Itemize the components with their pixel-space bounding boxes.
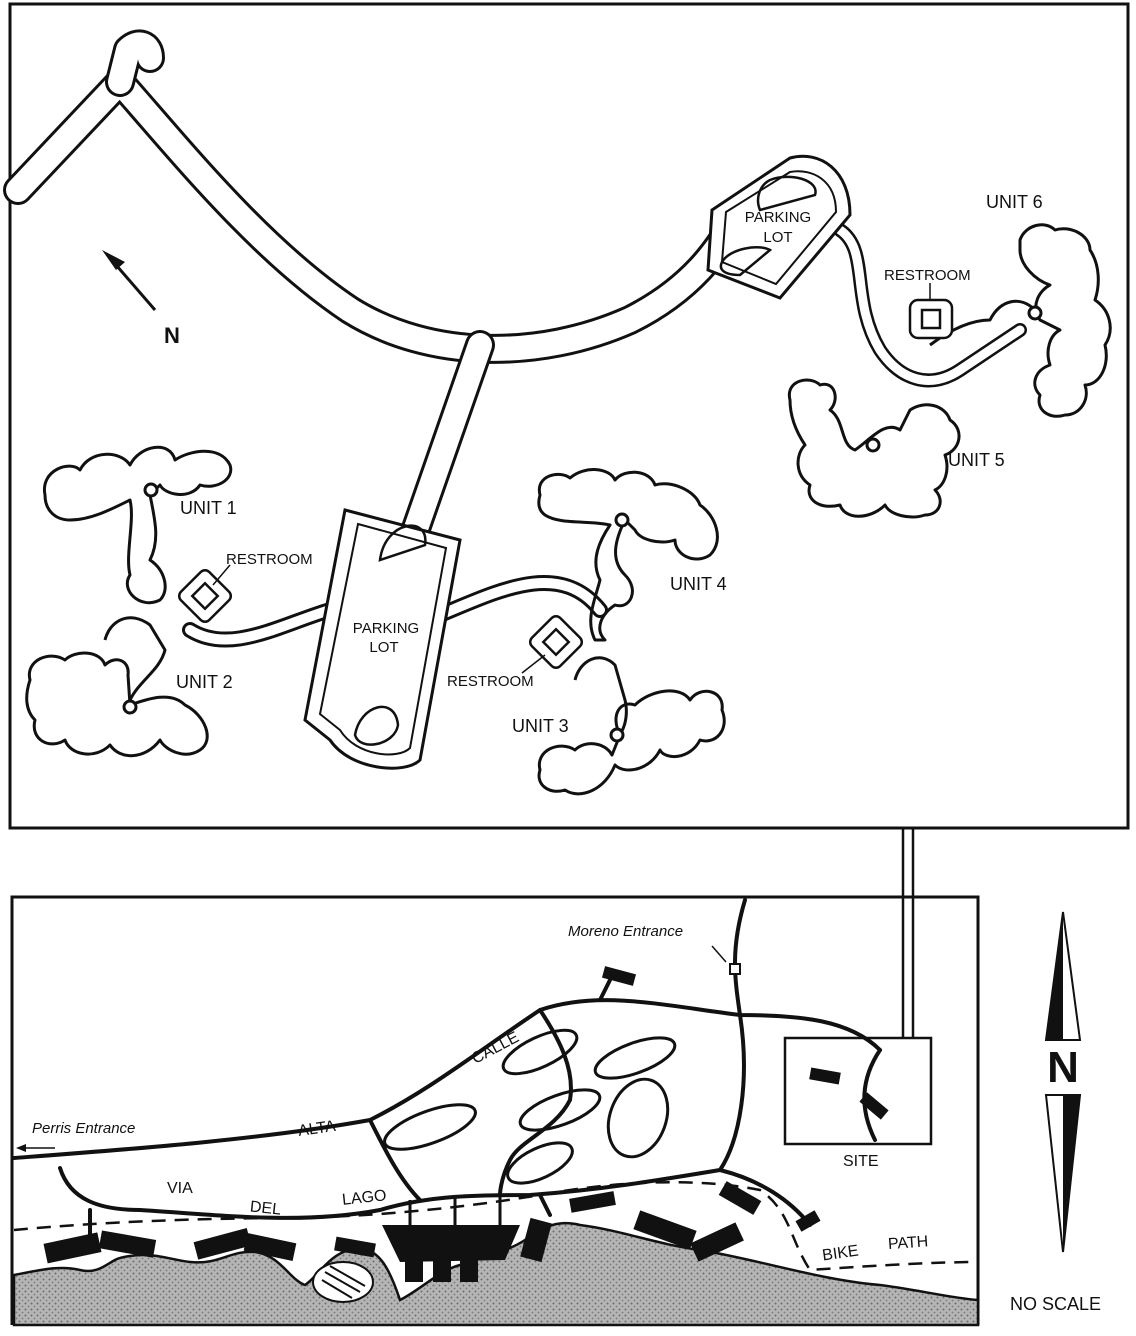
unit-6-label: UNIT 6 [986,192,1043,212]
unit-3-outline [537,689,726,796]
unit-2-label: UNIT 2 [176,672,233,692]
parking-lot-center-label-2: LOT [369,639,398,656]
parking-lot-top-label-2: LOT [763,229,792,246]
street-label-via: VIA [167,1180,193,1197]
street-label-calle: CALLE [469,1029,522,1068]
overview-map-panel: SITE Moreno Entrance Perris Entrance CAL… [10,895,980,1327]
moreno-entrance-marker [729,963,741,975]
bike-path [13,1180,979,1272]
detail-map-panel: PARKING LOT PARKING LOT [3,2,1130,830]
marina-building [382,1196,520,1282]
restrooms [177,298,954,670]
overview-map-frame [10,895,980,1325]
parking-lot-top-label-1: PARKING [745,209,811,226]
unit-6-outline [1018,223,1112,418]
unit-4-label: UNIT 4 [670,574,727,594]
parking-lot-top: PARKING LOT [706,154,852,300]
campsite-blocks [43,966,889,1264]
street-label-lago: LAGO [341,1187,387,1209]
unit-3-label: UNIT 3 [512,716,569,736]
restroom-right-label: RESTROOM [884,267,971,284]
unit-5-outline [787,378,961,519]
north-arrow-top: N [102,250,180,348]
bike-path-label-1: BIKE [821,1242,859,1264]
overview-loop-islands [383,1028,677,1185]
unit-2-outline [25,651,209,758]
parking-lot-center-label-1: PARKING [353,620,419,637]
perris-entrance-label: Perris Entrance [32,1120,135,1137]
overview-roads [12,898,882,1242]
site-label: SITE [843,1153,879,1170]
moreno-entrance-label: Moreno Entrance [568,923,683,940]
no-scale-note: NO SCALE [1010,1294,1101,1314]
unit-1-label: UNIT 1 [180,498,237,518]
detail-map-frame [8,2,1130,830]
north-arrow-bottom: N [1044,911,1082,1253]
campsite-units [25,223,1112,796]
unit-5-label: UNIT 5 [948,450,1005,470]
site-connector [901,828,915,1038]
perris-entrance-arrow [16,1144,55,1152]
street-label-del: DEL [249,1198,282,1218]
street-label-alta: ALTA [297,1118,337,1140]
restroom-left-label: RESTROOM [226,551,313,568]
north-arrow-bottom-label: N [1047,1043,1079,1092]
north-arrow-top-label: N [164,323,180,348]
parking-lot-center: PARKING LOT [303,508,462,770]
bike-path-label-2: PATH [887,1233,928,1253]
site-box [783,1036,933,1146]
restroom-center-label: RESTROOM [447,673,534,690]
unit-4-outline [537,468,719,642]
access-road [3,29,1027,648]
